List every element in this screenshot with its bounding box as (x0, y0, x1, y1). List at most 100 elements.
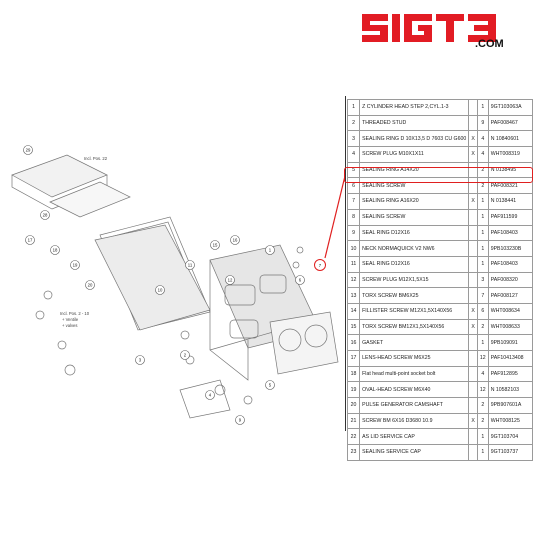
part-exchange-mark: X (468, 412, 478, 430)
callout-label: 11 (188, 263, 193, 268)
callout-label: 18 (53, 248, 58, 253)
part-exchange-mark (468, 397, 478, 414)
part-number: N 10582103 (487, 381, 533, 399)
part-description: SCREW BM 6X16 D3680 10.9 (359, 412, 470, 430)
part-number: PAF108403 (487, 255, 533, 273)
part-description: SEALING RING A16X20 (359, 193, 470, 210)
part-number: PAF911599 (487, 208, 533, 226)
part-index: 22 (346, 428, 361, 446)
part-description: AS LID SERVICE CAP (359, 428, 470, 446)
part-quantity: 1 (476, 240, 489, 257)
part-number: WHT008633 (487, 318, 533, 336)
part-exchange-mark: X (468, 193, 478, 210)
part-quantity: 1 (476, 444, 489, 461)
part-number: PAF912895 (487, 365, 533, 383)
part-exchange-mark (468, 99, 478, 116)
diagram-note-2: Incl. Pos. 2 - 10 (60, 311, 90, 316)
part-quantity: 1 (476, 99, 489, 116)
part-description: SEALING SCREW (359, 208, 470, 226)
part-description: SEAL RING D12X16 (359, 224, 470, 242)
brand-domain: .COM (475, 38, 504, 50)
part-number: PAF108403 (487, 224, 533, 242)
part-description: OVAL-HEAD SCREW M6X40 (359, 381, 470, 399)
part-exchange-mark (468, 224, 478, 242)
part-quantity: 3 (476, 271, 489, 289)
highlight-box (344, 167, 533, 183)
part-description: SCREW PLUG M10X1X11 (359, 146, 470, 163)
part-index: 15 (346, 318, 361, 336)
part-number: 9PB103230B (487, 240, 533, 257)
part-number: PAF008127 (487, 287, 533, 304)
part-exchange-mark (468, 381, 478, 399)
table-divider (345, 96, 346, 431)
part-description: TORX SCREW BM6X25 (359, 287, 470, 304)
part-number: 9GT103063A (487, 99, 533, 116)
part-index: 13 (346, 287, 361, 304)
part-exchange-mark (468, 428, 478, 446)
part-description: THREADED STUD (359, 114, 470, 132)
part-description: SEALING RING D 10X13,5 D 7603 CU G600 (359, 130, 470, 148)
diagram-note-1: Incl. Pos. 22 (84, 156, 108, 161)
part-index: 11 (346, 255, 361, 273)
part-index: 23 (346, 444, 361, 461)
part-exchange-mark (468, 114, 478, 132)
part-exchange-mark (468, 271, 478, 289)
part-exchange-mark: X (468, 318, 478, 336)
part-exchange-mark (468, 350, 478, 367)
part-quantity: 1 (476, 224, 489, 242)
part-index: 21 (346, 412, 361, 430)
callout-label: 20 (88, 283, 93, 288)
part-description: Z CYLINDER HEAD STEP 2,CYL.1-3 (359, 99, 470, 116)
part-number: 9GT103737 (487, 444, 533, 461)
part-number: PAF008467 (487, 114, 533, 132)
part-index: 7 (346, 193, 361, 210)
brand-logo[interactable] (360, 10, 520, 68)
part-quantity: 1 (476, 334, 489, 351)
part-exchange-mark (468, 365, 478, 383)
part-description: LENS-HEAD SCREW M6X25 (359, 350, 470, 367)
callout-label-highlighted: 7 (319, 263, 322, 268)
part-index: 4 (346, 146, 361, 163)
part-quantity: 9 (476, 114, 489, 132)
part-index: 10 (346, 240, 361, 257)
part-exchange-mark: X (468, 302, 478, 320)
callout-label: 17 (28, 238, 33, 243)
part-index: 14 (346, 302, 361, 320)
exploded-diagram: Incl. Pos. 22 Incl. Pos. 2 - 10 + Ventil… (11, 145, 339, 425)
diagram-note-4: + valves (62, 323, 77, 328)
part-number: WHT008634 (487, 302, 533, 320)
part-quantity: 7 (476, 287, 489, 304)
part-index: 2 (346, 114, 361, 132)
part-index: 8 (346, 208, 361, 226)
callout-label: 10 (158, 288, 163, 293)
callout-label: 4 (209, 393, 212, 398)
part-index: 12 (346, 271, 361, 289)
part-quantity: 1 (476, 193, 489, 210)
part-quantity: 2 (476, 397, 489, 414)
callout-label: 29 (26, 148, 31, 153)
part-index: 1 (346, 99, 361, 116)
logo-mark-icon (362, 14, 496, 42)
